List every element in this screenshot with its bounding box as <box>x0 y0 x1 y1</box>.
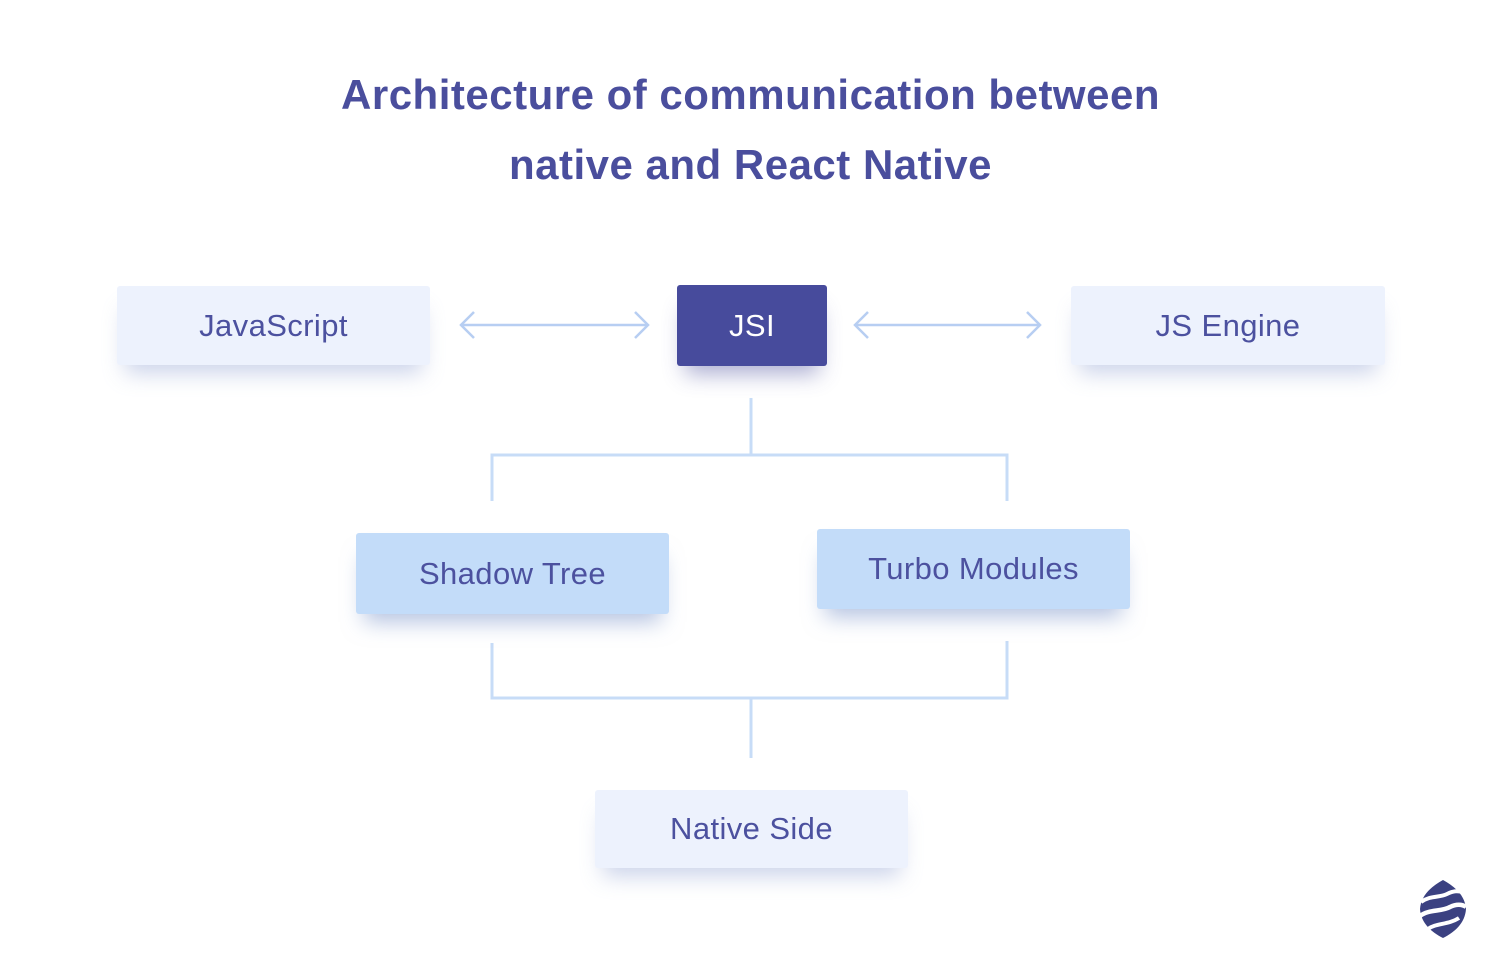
node-shadow-tree: Shadow Tree <box>356 533 669 614</box>
arrow-javascript-jsi <box>459 311 650 339</box>
node-javascript-label: JavaScript <box>199 307 348 343</box>
node-native-side: Native Side <box>595 790 908 868</box>
diagram-title: Architecture of communication between na… <box>0 60 1501 200</box>
arrow-jsi-js-engine <box>853 311 1042 339</box>
title-line-2: native and React Native <box>508 141 992 188</box>
node-jsi: JSI <box>677 285 827 366</box>
node-jsi-label: JSI <box>729 307 775 343</box>
node-turbo-modules: Turbo Modules <box>817 529 1130 609</box>
node-js-engine-label: JS Engine <box>1155 307 1301 343</box>
title-line-1: Architecture of communication between <box>341 71 1160 118</box>
node-javascript: JavaScript <box>117 286 430 365</box>
node-turbo-modules-label: Turbo Modules <box>868 551 1079 586</box>
connector-jsi-to-children <box>490 398 1009 501</box>
node-js-engine: JS Engine <box>1071 286 1385 365</box>
node-shadow-tree-label: Shadow Tree <box>418 555 607 591</box>
wave-globe-logo-icon <box>1418 880 1468 938</box>
node-native-side-label: Native Side <box>670 811 833 846</box>
connector-children-to-native-side <box>490 641 1009 758</box>
